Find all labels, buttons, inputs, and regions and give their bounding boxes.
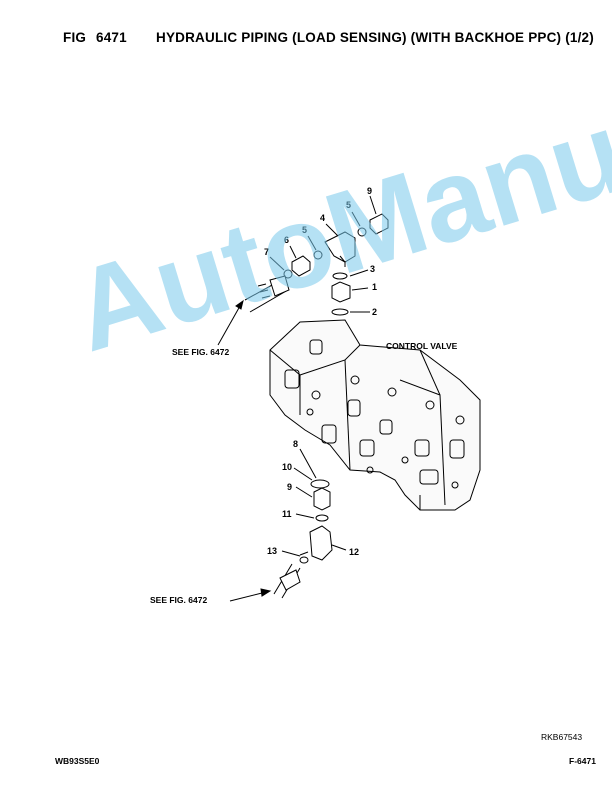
callout-5-right: 5: [346, 200, 352, 210]
fig-label: FIG: [63, 30, 87, 45]
bottom-fittings: [273, 479, 333, 599]
callout-8: 7: [264, 247, 270, 257]
callout-6: 9: [367, 186, 373, 196]
page-title: HYDRAULIC PIPING (LOAD SENSING) (WITH BA…: [156, 30, 594, 45]
callout-13: 13: [267, 546, 278, 556]
footer-left: WB93S5E0: [55, 756, 100, 766]
callout-2: 2: [372, 307, 378, 317]
callout-5-left: 5: [302, 225, 308, 235]
callout-10: 10: [282, 462, 293, 472]
control-valve-label: CONTROL VALVE: [386, 341, 458, 351]
callout-9-top: 8: [293, 439, 299, 449]
callout-12: 12: [349, 547, 360, 557]
see-fig-bottom: SEE FIG. 6472: [150, 595, 208, 605]
callout-11: 11: [282, 509, 292, 519]
callout-3: 3: [370, 264, 376, 274]
callout-1: 1: [372, 282, 378, 292]
callout-4: 4: [320, 213, 326, 223]
drawing-ref: RKB67543: [541, 732, 583, 742]
leader-lines: [269, 195, 377, 557]
callout-7: 6: [284, 235, 290, 245]
see-fig-arrows: [217, 299, 272, 602]
see-fig-top: SEE FIG. 6472: [172, 347, 230, 357]
control-valve-illustration: [269, 319, 481, 511]
fig-number: 6471: [96, 30, 127, 45]
callout-9-bottom: 9: [287, 482, 293, 492]
top-fittings: [244, 213, 389, 316]
footer-right: F-6471: [569, 756, 596, 766]
